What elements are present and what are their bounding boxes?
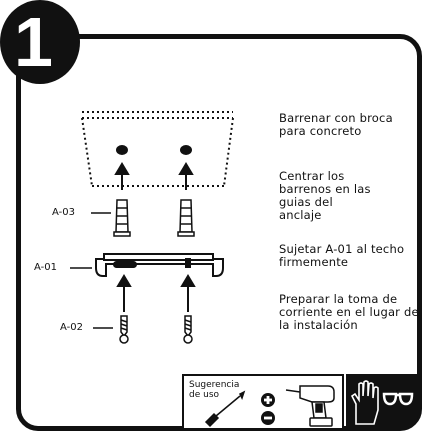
label-anchor: A-03 (52, 207, 75, 218)
instruction-2: Centrar los barrenos en las guias del an… (279, 169, 371, 222)
step-number: 1 (14, 3, 53, 81)
anchor-right-icon (177, 199, 195, 237)
plus-icon (261, 393, 275, 407)
gloves-icon (350, 380, 379, 425)
safety-glasses-icon (382, 392, 414, 406)
drill-hole-left (116, 145, 128, 155)
anchor-left-icon (113, 199, 131, 237)
ppe-illustration (350, 380, 414, 425)
step-badge: 1 (0, 0, 80, 84)
instruction-3: Sujetar A-01 al techo firmemente (279, 242, 405, 269)
arrow-to-hole-left (114, 162, 130, 190)
label-bracket: A-01 (34, 262, 57, 273)
arrow-to-bracket-left (116, 274, 132, 312)
drill-hole-right (180, 145, 192, 155)
instruction-4: Preparar la toma de corriente en el luga… (279, 292, 419, 332)
label-screw: A-02 (60, 322, 83, 333)
tip-illustration (204, 385, 335, 428)
screw-right-icon (183, 315, 193, 344)
minus-icon (261, 411, 275, 425)
ceiling-outline (81, 111, 234, 187)
arrow-to-hole-right (178, 162, 194, 190)
screwdriver-icon (204, 390, 246, 428)
usage-tip-title: Sugerencia de uso (189, 380, 240, 400)
screw-left-icon (119, 315, 129, 344)
arrow-to-bracket-right (180, 274, 196, 312)
step-frame (16, 34, 422, 431)
ppe-box (346, 374, 418, 430)
usage-tip-box: Sugerencia de uso (182, 374, 344, 430)
drill-icon (285, 385, 335, 427)
instruction-1: Barrenar con broca para concreto (279, 111, 393, 138)
bracket-icon (95, 253, 224, 277)
